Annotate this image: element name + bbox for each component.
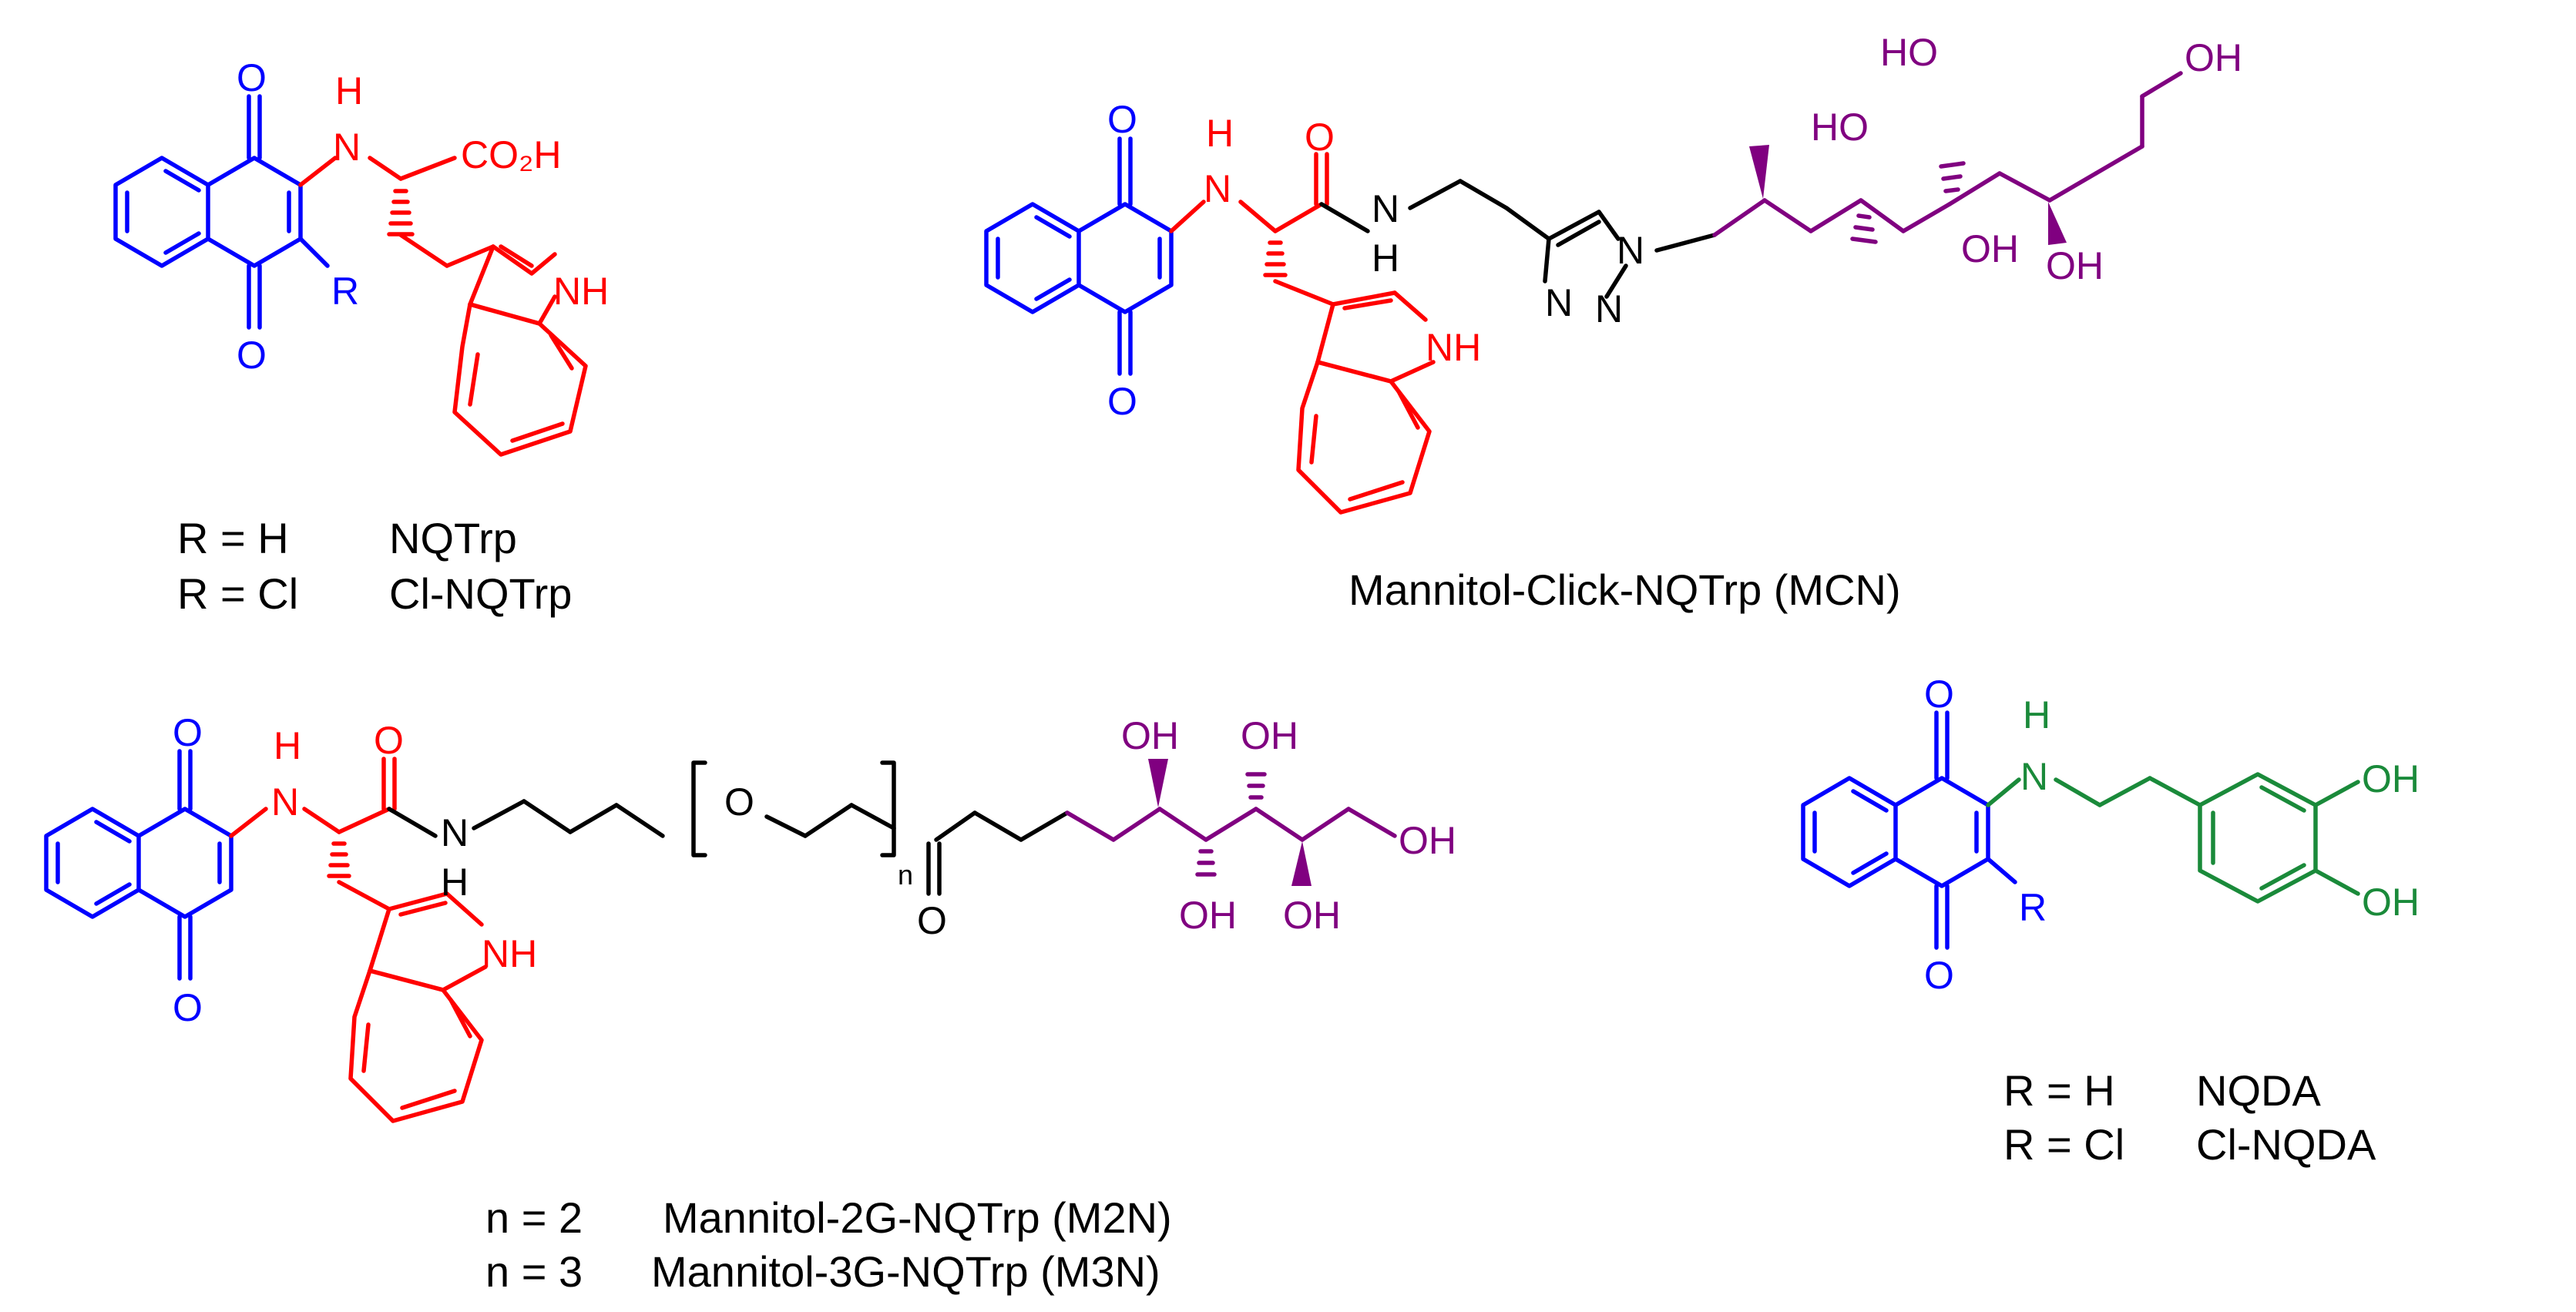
atom-n: N	[271, 780, 299, 824]
variant-name-label: NQTrp	[389, 514, 517, 562]
variant-r-label: R = H	[177, 514, 289, 562]
atom-r: R	[331, 270, 359, 313]
atom-o: O	[237, 56, 267, 99]
quinone-ring	[136, 807, 233, 919]
structure-nqda: O O R H N OH OH R = H NQDA R = Cl Cl-NQD…	[1801, 673, 2420, 1169]
quinone-ring	[1076, 202, 1174, 314]
catechol-ring	[2198, 772, 2318, 904]
quinone-ring	[206, 156, 303, 268]
variant-name-label: Mannitol-2G-NQTrp (M2N)	[663, 1193, 1172, 1242]
atom-h: H	[441, 861, 469, 904]
hydroxyl-label: HO	[1880, 31, 1938, 74]
compound-name-label: Mannitol-Click-NQTrp (MCN)	[1348, 565, 1901, 614]
atom-nh: NH	[553, 270, 609, 313]
hydroxyl-label: OH	[1399, 819, 1456, 862]
atom-h: H	[1372, 237, 1399, 280]
variant-name-label: NQDA	[2196, 1066, 2321, 1115]
repeat-count-label: n	[898, 859, 913, 891]
atom-o: O	[1924, 954, 1954, 997]
hydroxyl-label: OH	[1961, 227, 2019, 270]
atom-n: N	[1617, 229, 1644, 272]
atom-h: H	[335, 69, 363, 112]
wedge-bond	[1291, 841, 1312, 886]
hydroxyl-label: OH	[2362, 757, 2420, 800]
atom-n: N	[333, 126, 361, 169]
wedge-bond	[1148, 759, 1168, 807]
repeat-bracket-left	[691, 760, 707, 857]
hydroxyl-label: OH	[1283, 894, 1341, 937]
benzo-ring	[44, 807, 141, 919]
wedge-bond	[2048, 202, 2067, 245]
variant-n-label: n = 2	[485, 1193, 583, 1242]
atom-o: O	[237, 334, 267, 377]
structure-mcn: O O H N O NH N H N N N HO HO HO OH OH OH…	[984, 31, 2242, 614]
atom-nh: NH	[482, 932, 537, 975]
benzo-ring	[1801, 776, 1898, 888]
variant-r-label: R = H	[2003, 1066, 2115, 1115]
structure-nqtrp: O O R H N CO₂H NH R = H NQTrp R = Cl Cl-…	[113, 56, 609, 618]
benzo-ring	[113, 156, 210, 268]
atom-n: N	[1372, 187, 1399, 230]
atom-h: H	[2023, 693, 2050, 737]
atom-o: O	[1305, 116, 1335, 159]
atom-o: O	[917, 899, 947, 942]
pyrrole-ring	[491, 244, 557, 276]
atom-n: N	[1204, 167, 1231, 210]
carboxyl-group: CO₂H	[461, 133, 562, 176]
hydroxyl-label: OH	[2046, 244, 2104, 287]
quinone-ring	[1893, 776, 1990, 888]
atom-n: N	[1595, 287, 1623, 331]
atom-o: O	[1107, 380, 1137, 423]
indole-benzo-ring	[348, 968, 484, 1123]
hydroxyl-label: OH	[1241, 714, 1298, 757]
atom-h: H	[1206, 112, 1234, 155]
variant-n-label: n = 3	[485, 1247, 583, 1296]
indole-benzo-ring	[452, 302, 588, 457]
hydroxyl-label: OH	[2362, 881, 2420, 924]
variant-r-label: R = Cl	[177, 569, 298, 618]
atom-n: N	[2020, 755, 2048, 798]
structure-mannitol-glycol: O O H N O NH N H O n O OH OH OH OH OH n …	[44, 711, 1456, 1296]
ether-oxygen: O	[724, 780, 754, 824]
variant-name-label: Mannitol-3G-NQTrp (M3N)	[651, 1247, 1160, 1296]
hydroxyl-label: OH	[2185, 36, 2242, 79]
atom-n: N	[441, 811, 469, 854]
variant-name-label: Cl-NQDA	[2196, 1120, 2376, 1169]
indole-benzo-ring	[1296, 360, 1432, 515]
amide-bond	[387, 807, 438, 838]
hydroxyl-label: HO	[1811, 106, 1869, 149]
amide-bond	[1319, 202, 1370, 233]
variant-name-label: Cl-NQTrp	[389, 569, 572, 618]
atom-nh: NH	[1426, 326, 1481, 369]
atom-o: O	[173, 711, 203, 754]
atom-o: O	[1107, 98, 1137, 141]
wedge-bond	[1749, 145, 1769, 199]
atom-n: N	[1545, 281, 1573, 324]
hydroxyl-label: OH	[1121, 714, 1179, 757]
benzo-ring	[984, 202, 1081, 314]
atom-o: O	[173, 986, 203, 1029]
hydroxyl-label: OH	[1179, 894, 1237, 937]
atom-o: O	[1924, 673, 1954, 716]
variant-r-label: R = Cl	[2003, 1120, 2124, 1169]
atom-r: R	[2019, 886, 2047, 929]
repeat-bracket-right	[880, 760, 896, 857]
atom-h: H	[274, 724, 301, 767]
atom-o: O	[374, 719, 404, 762]
